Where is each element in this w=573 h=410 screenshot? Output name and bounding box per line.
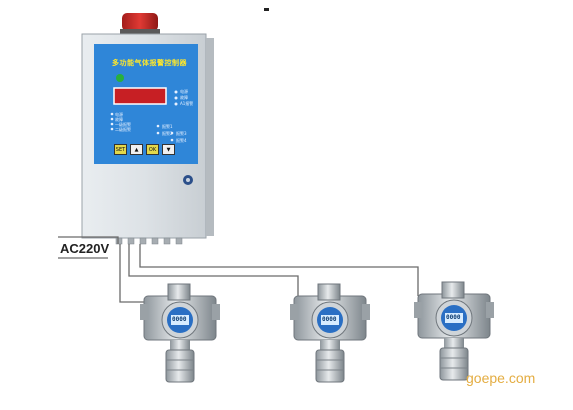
green-led-icon	[116, 74, 124, 82]
key-lock-icon	[183, 175, 193, 185]
set-button[interactable]: SET	[114, 144, 127, 155]
indicator-power: 电源	[180, 89, 188, 94]
power-label: AC220V	[60, 241, 110, 256]
top-dash-mark	[264, 8, 269, 11]
left-indicator-1: 电源	[115, 112, 123, 117]
controller-cabinet	[81, 13, 214, 245]
up-button[interactable]: ▲	[130, 144, 143, 155]
gas-detector-1	[140, 283, 220, 383]
up-button-label: ▲	[134, 146, 139, 153]
keypad: SET ▲ OK ▼	[114, 144, 175, 155]
left-indicator-3: 一级报警	[115, 122, 131, 127]
strobe-alarm-icon	[120, 13, 160, 35]
channel-indicator-3: 报警3	[176, 131, 187, 136]
gas-detector-3	[414, 281, 494, 381]
set-button-label: SET	[115, 146, 126, 153]
wire-detector-2	[128, 244, 299, 298]
left-indicator-4: 二级报警	[115, 127, 131, 132]
power-cable	[58, 236, 119, 244]
indicator-a1: A1报警	[180, 101, 194, 106]
indicator-fault: 故障	[180, 95, 188, 100]
detector-1-display: 0000	[172, 316, 187, 323]
channel-indicator-2: 报警2	[162, 131, 173, 136]
down-button-label: ▼	[166, 146, 171, 153]
channel-indicator-1: 报警1	[162, 124, 173, 129]
wire-detector-3	[139, 244, 419, 296]
wire-detector-1	[119, 244, 148, 303]
controller-title: 多功能气体报警控制器	[112, 60, 187, 67]
detector-3-display: 0000	[446, 314, 461, 321]
ok-button-label: OK	[148, 146, 157, 153]
channel-indicator-4: 报警4	[176, 138, 187, 143]
left-indicator-2: 故障	[115, 117, 123, 122]
detector-2-display: 0000	[322, 316, 337, 323]
watermark: goepe.com	[466, 370, 536, 386]
down-button[interactable]: ▼	[162, 144, 175, 155]
gas-detector-2	[290, 283, 370, 383]
ok-button[interactable]: OK	[146, 144, 159, 155]
